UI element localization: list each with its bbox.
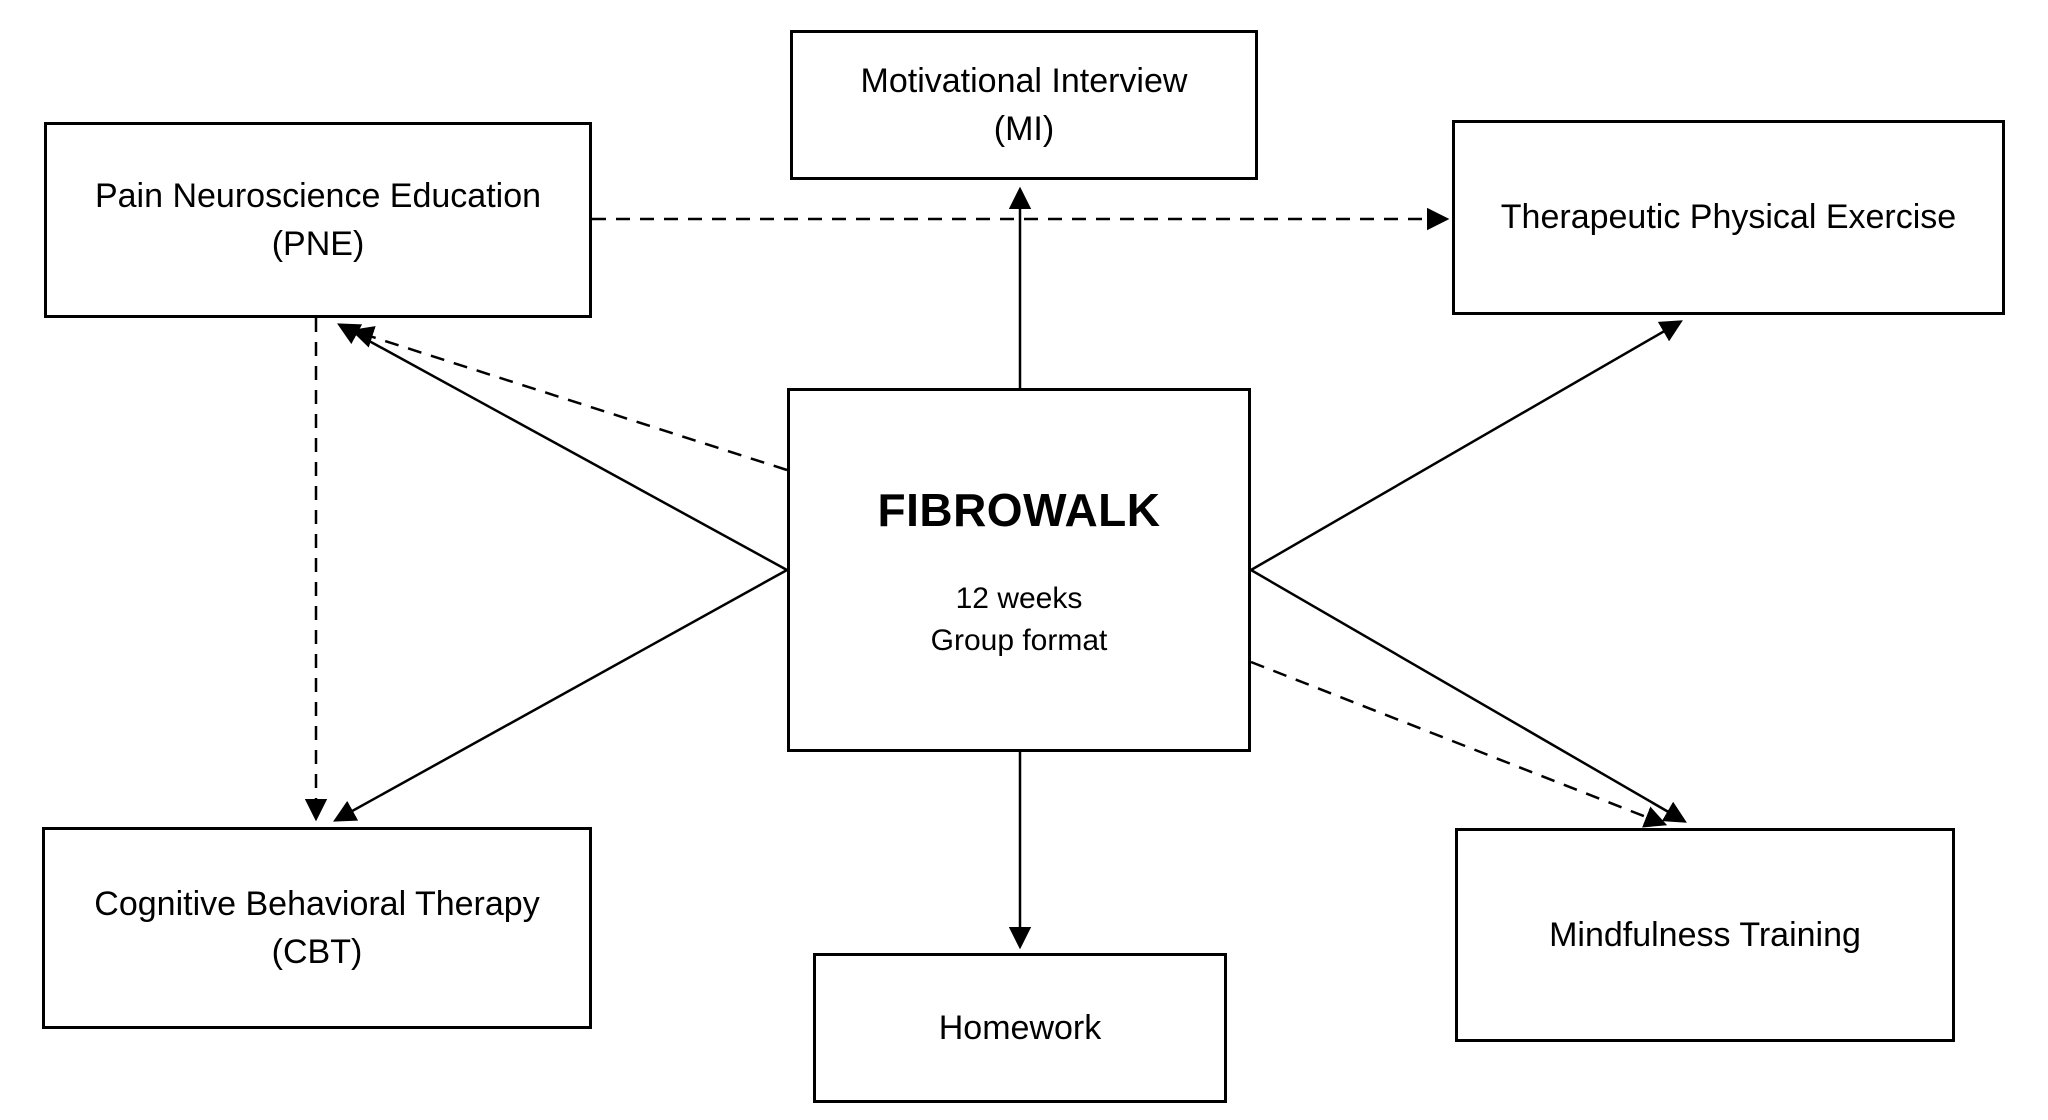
node-pain-neuroscience-education-abbrev: (PNE) xyxy=(271,225,365,263)
node-therapeutic-physical-exercise-label: Therapeutic Physical Exercise xyxy=(1500,198,1957,237)
node-motivational-interview-label: Motivational Interview xyxy=(860,61,1188,100)
node-homework-label: Homework xyxy=(938,1008,1102,1047)
node-fibrowalk-format: Group format xyxy=(930,623,1108,657)
edge-center-to-tpe xyxy=(1250,320,1683,572)
node-pain-neuroscience-education-label: Pain Neuroscience Education xyxy=(94,176,542,215)
node-pain-neuroscience-education: Pain Neuroscience Education (PNE) xyxy=(44,122,592,318)
edge-group xyxy=(304,186,1687,950)
edge-center-to-mindfulness xyxy=(1250,568,1687,823)
node-fibrowalk-title: FIBROWALK xyxy=(877,484,1161,537)
node-cognitive-behavioral-therapy-label: Cognitive Behavioral Therapy xyxy=(94,884,540,923)
node-cognitive-behavioral-therapy: Cognitive Behavioral Therapy (CBT) xyxy=(42,827,592,1029)
edge-center-to-cbt xyxy=(333,568,788,822)
edge-center-to-pne xyxy=(337,323,788,572)
node-homework: Homework xyxy=(813,953,1227,1103)
node-mindfulness-training-label: Mindfulness Training xyxy=(1549,915,1861,954)
edge-center-to-mindfulness-dashed xyxy=(1250,660,1668,828)
node-mindfulness-training: Mindfulness Training xyxy=(1455,828,1955,1042)
node-motivational-interview: Motivational Interview (MI) xyxy=(790,30,1258,180)
node-motivational-interview-abbrev: (MI) xyxy=(993,110,1055,148)
node-cognitive-behavioral-therapy-abbrev: (CBT) xyxy=(271,933,363,971)
node-fibrowalk: FIBROWALK 12 weeks Group format xyxy=(787,388,1251,752)
edge-center-to-pne-dashed xyxy=(350,326,788,472)
node-therapeutic-physical-exercise: Therapeutic Physical Exercise xyxy=(1452,120,2005,315)
node-fibrowalk-duration: 12 weeks xyxy=(955,581,1083,615)
